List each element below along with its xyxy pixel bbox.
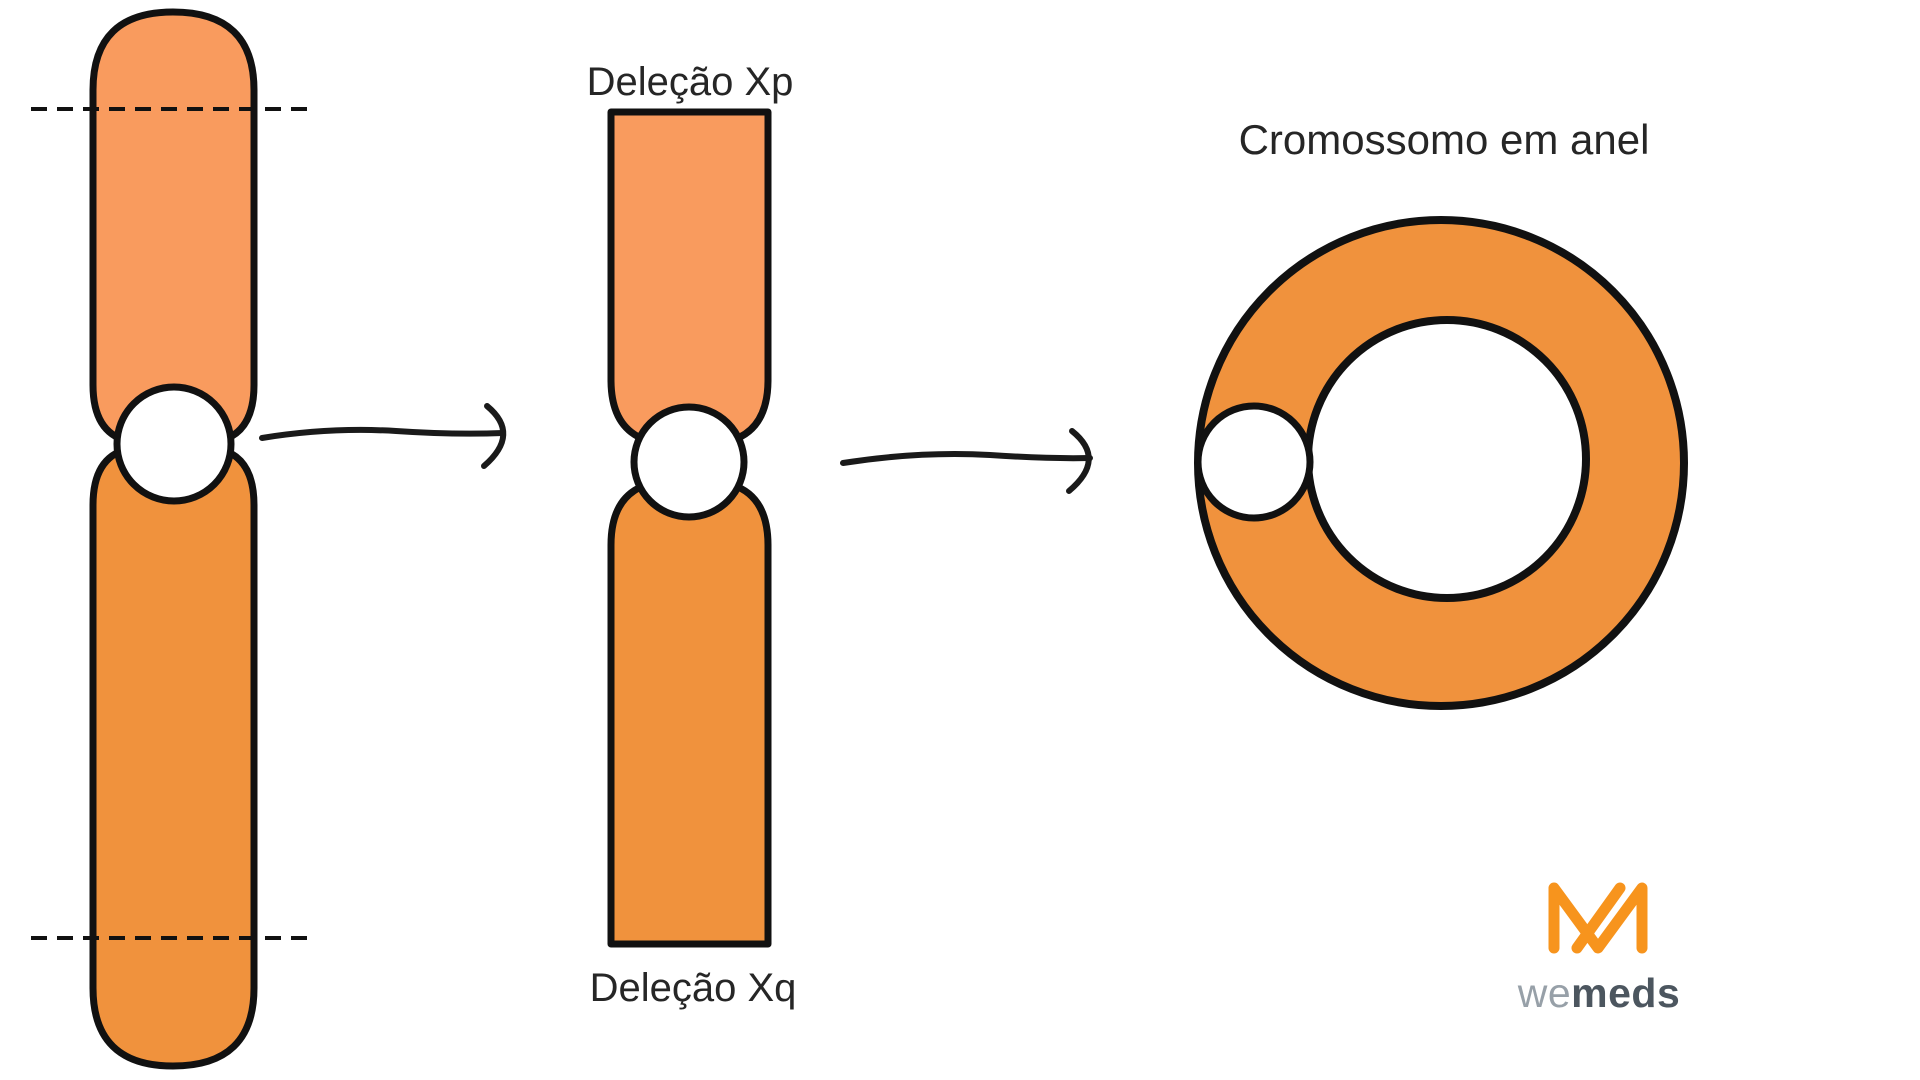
centromere <box>630 403 748 521</box>
logo-text-we: we <box>1517 970 1572 1016</box>
q-arm-shape <box>89 439 258 1070</box>
wemeds-logo-text: wemeds <box>1494 970 1704 1017</box>
normal-chromosome <box>31 8 317 1070</box>
arrow-head <box>1066 428 1092 494</box>
arrow-right-icon <box>259 403 507 469</box>
deleted-p-arm-shape <box>607 108 772 451</box>
ring-inner-hole <box>1304 316 1590 602</box>
wemeds-logo-icon <box>1548 882 1648 954</box>
centromere <box>113 383 235 505</box>
p-arm-shape <box>89 8 258 451</box>
deleted-chromosome <box>607 108 772 948</box>
arrow-shaft <box>259 426 506 441</box>
centromere <box>1194 402 1314 522</box>
deleted-q-arm-shape <box>607 474 772 948</box>
arrow-right-icon <box>840 428 1093 494</box>
logo-weave-stroke <box>1571 882 1626 954</box>
ring-chromosome <box>1194 216 1688 710</box>
logo-m-stroke <box>1548 882 1648 954</box>
arrow-shaft <box>840 451 1093 466</box>
deletion-xq-label: Deleção Xq <box>589 966 797 1010</box>
arrow-head <box>481 403 507 469</box>
ring-chromosome-title: Cromossomo em anel <box>1238 116 1650 163</box>
deletion-xp-label: Deleção Xp <box>586 60 794 104</box>
logo-text-meds: meds <box>1571 970 1681 1016</box>
